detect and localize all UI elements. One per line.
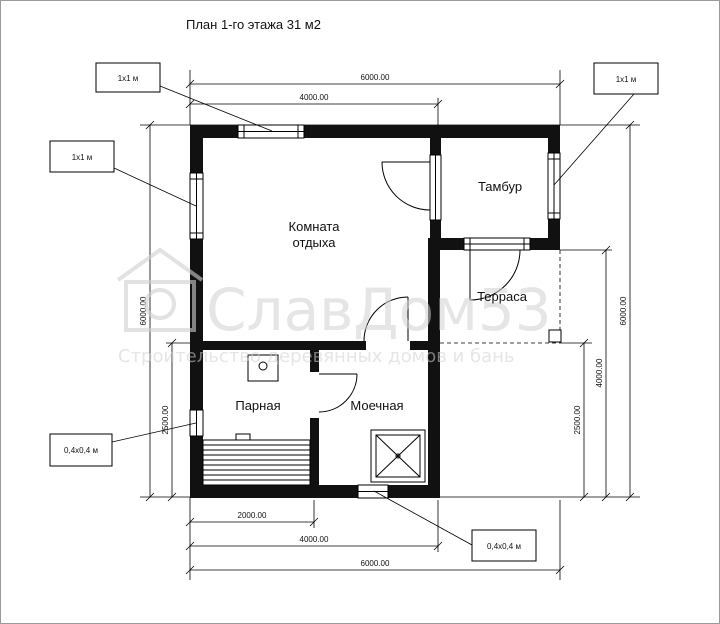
watermark-logo bbox=[116, 247, 204, 332]
terrace-outline bbox=[440, 250, 561, 344]
callout-vent-bottom: 0,4х0,4 м bbox=[487, 542, 521, 551]
room-vestibule: Тамбур bbox=[478, 179, 522, 194]
callout-left: 1х1 м bbox=[72, 153, 93, 162]
bench bbox=[202, 433, 311, 486]
callout-leaders bbox=[111, 85, 635, 546]
room-steam: Парная bbox=[235, 398, 280, 413]
doors bbox=[318, 161, 521, 413]
plan-title: План 1-го этажа 31 м2 bbox=[186, 17, 321, 32]
terrace-post bbox=[548, 329, 562, 343]
dim-left-6000: 6000.00 bbox=[139, 296, 148, 325]
watermark-brand: СлавДом53 bbox=[206, 276, 552, 344]
watermark-tagline: Строительство деревянных домов и бань bbox=[118, 346, 514, 367]
watermark: СлавДом53 Строительство деревянных домов… bbox=[116, 247, 552, 367]
room-terrace: Терраса bbox=[477, 289, 528, 304]
dim-bottom-2000: 2000.00 bbox=[238, 511, 267, 520]
callout-top-right: 1х1 м bbox=[616, 75, 637, 84]
dim-bottom-6000: 6000.00 bbox=[361, 559, 390, 568]
windows bbox=[189, 124, 561, 499]
dim-top-4000: 4000.00 bbox=[300, 93, 329, 102]
callout-top-left: 1х1 м bbox=[118, 74, 139, 83]
dim-right-6000: 6000.00 bbox=[619, 296, 628, 325]
wall-openings bbox=[309, 340, 410, 418]
shower-tray bbox=[370, 429, 426, 483]
dim-bottom-4000: 4000.00 bbox=[300, 535, 329, 544]
room-rest-line1: Комната bbox=[289, 219, 341, 234]
dim-right-4000: 4000.00 bbox=[595, 358, 604, 387]
room-rest-line2: отдыха bbox=[293, 235, 337, 250]
callout-boxes bbox=[49, 62, 659, 562]
room-washroom: Моечная bbox=[350, 398, 403, 413]
stove bbox=[247, 354, 279, 382]
dim-left-2500: 2500.00 bbox=[161, 405, 170, 434]
dim-top-6000: 6000.00 bbox=[361, 73, 390, 82]
callout-vent-left: 0,4х0,4 м bbox=[64, 446, 98, 455]
dim-right-2500: 2500.00 bbox=[573, 405, 582, 434]
